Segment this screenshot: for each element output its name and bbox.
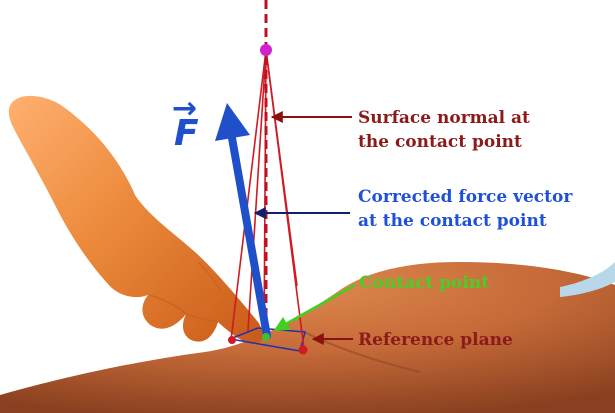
svg-text:F: F	[174, 113, 199, 154]
surface-normal-label-line2: the contact point	[358, 132, 522, 152]
apex-point	[260, 44, 272, 56]
force-arrow	[215, 103, 271, 340]
reference-point-left	[228, 336, 236, 344]
reference-plane-label: Reference plane	[358, 330, 513, 350]
reference-plane-quad	[227, 327, 306, 352]
corrected-force-label-line1: Corrected force vector	[358, 187, 573, 207]
reference-point-right	[298, 345, 308, 355]
skin-surface-icon	[0, 262, 615, 413]
contact-point-label: Contact point	[359, 273, 489, 293]
contact-point-pointer	[273, 283, 356, 332]
svg-text:→: →	[172, 91, 197, 126]
corrected-force-label-line2: at the contact point	[358, 211, 547, 231]
friction-cone	[230, 49, 305, 350]
vector-f-icon: → F	[172, 91, 199, 154]
contact-point-marker	[262, 333, 270, 341]
surface-normal-label-line1: Surface normal at	[358, 108, 530, 128]
hand-icon	[8, 95, 263, 345]
